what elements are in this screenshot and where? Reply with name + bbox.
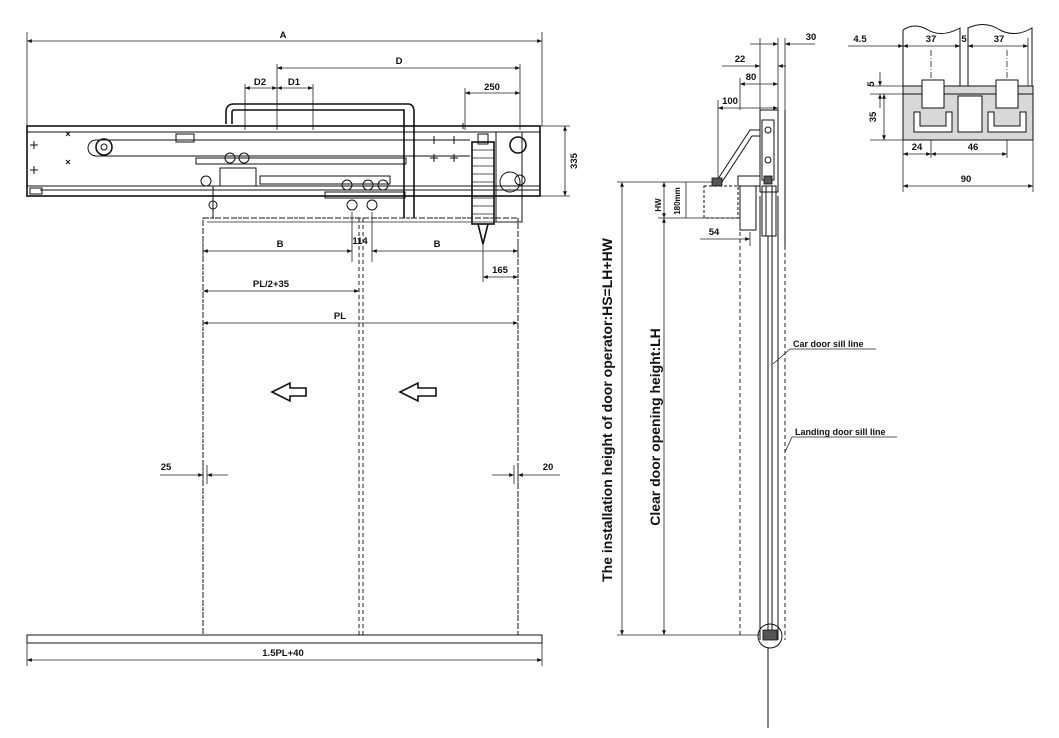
- dim-35-label: 35: [868, 111, 879, 122]
- door-panels: [202, 217, 519, 636]
- side-view: The installation height of door operator…: [599, 32, 897, 728]
- hw-label: HW: [654, 198, 663, 212]
- dim-pl-label: PL: [334, 311, 346, 322]
- operator-header: [26, 103, 541, 245]
- dim-pl: PL: [203, 311, 518, 325]
- installation-height-label: The installation height of door operator…: [599, 237, 615, 582]
- dim-pl-half: PL/2+35: [203, 279, 359, 293]
- front-view: A D D2 D1 250 335: [26, 30, 580, 666]
- clear-height-label: Clear door opening height:LH: [647, 328, 663, 526]
- dim-37b-label: 37: [994, 34, 1005, 45]
- dim-pl-half-label: PL/2+35: [253, 279, 290, 290]
- pulley-icon: [95, 138, 113, 156]
- dim-90-label: 90: [961, 174, 972, 185]
- dim-20-label: 20: [543, 462, 554, 473]
- dim-46-label: 46: [968, 142, 979, 153]
- dim-54-label: 54: [709, 227, 720, 238]
- dim-20: 20: [492, 462, 560, 484]
- sill: 1.5PL+40: [26, 634, 543, 666]
- dim-37a-label: 37: [926, 34, 937, 45]
- dim-b: B 114 B: [202, 212, 519, 262]
- dim-bottom-label: 1.5PL+40: [262, 648, 303, 659]
- dim-a: A: [26, 30, 543, 126]
- dim-d1-label: D1: [288, 77, 301, 88]
- dim-d1-d2: D2 D1: [244, 77, 314, 130]
- car-sill-label: Car door sill line: [793, 339, 864, 349]
- dim-165-label: 165: [492, 265, 509, 276]
- dim-d2-label: D2: [254, 77, 266, 88]
- dim-165: 165: [482, 244, 518, 282]
- dim-22-label: 22: [735, 54, 746, 65]
- dim-100-label: 100: [722, 96, 738, 107]
- dim-114-label: 114: [352, 236, 368, 247]
- dim-25: 25: [160, 462, 228, 484]
- dim-24-label: 24: [912, 142, 923, 153]
- dim-80-label: 80: [746, 72, 757, 83]
- dim-250-label: 250: [484, 82, 500, 93]
- dim-335-label: 335: [569, 152, 580, 169]
- dim-5v-label: 5: [866, 81, 877, 87]
- dim-4-5-label: 4.5: [853, 34, 867, 45]
- section-view: 4.5 37 5 37 5 35: [848, 24, 1034, 192]
- dim-d: D: [276, 56, 521, 130]
- dim-a-label: A: [280, 30, 287, 41]
- dim-d-label: D: [396, 56, 403, 67]
- left-arrow-icon: [270, 381, 307, 403]
- landing-sill-label: Landing door sill line: [795, 427, 886, 437]
- dim-335: 335: [540, 125, 580, 197]
- left-arrow-icon-2: [398, 381, 437, 403]
- dim-25-label: 25: [161, 462, 172, 473]
- dim-250: 250: [464, 82, 520, 130]
- dim-180-label: 180mm: [673, 187, 682, 215]
- dim-30-label: 30: [806, 32, 817, 43]
- motor-gear-icon: [509, 136, 527, 154]
- dim-b-left-label: B: [277, 239, 284, 250]
- dim-b-right-label: B: [434, 239, 441, 250]
- dim-5-label: 5: [961, 34, 967, 45]
